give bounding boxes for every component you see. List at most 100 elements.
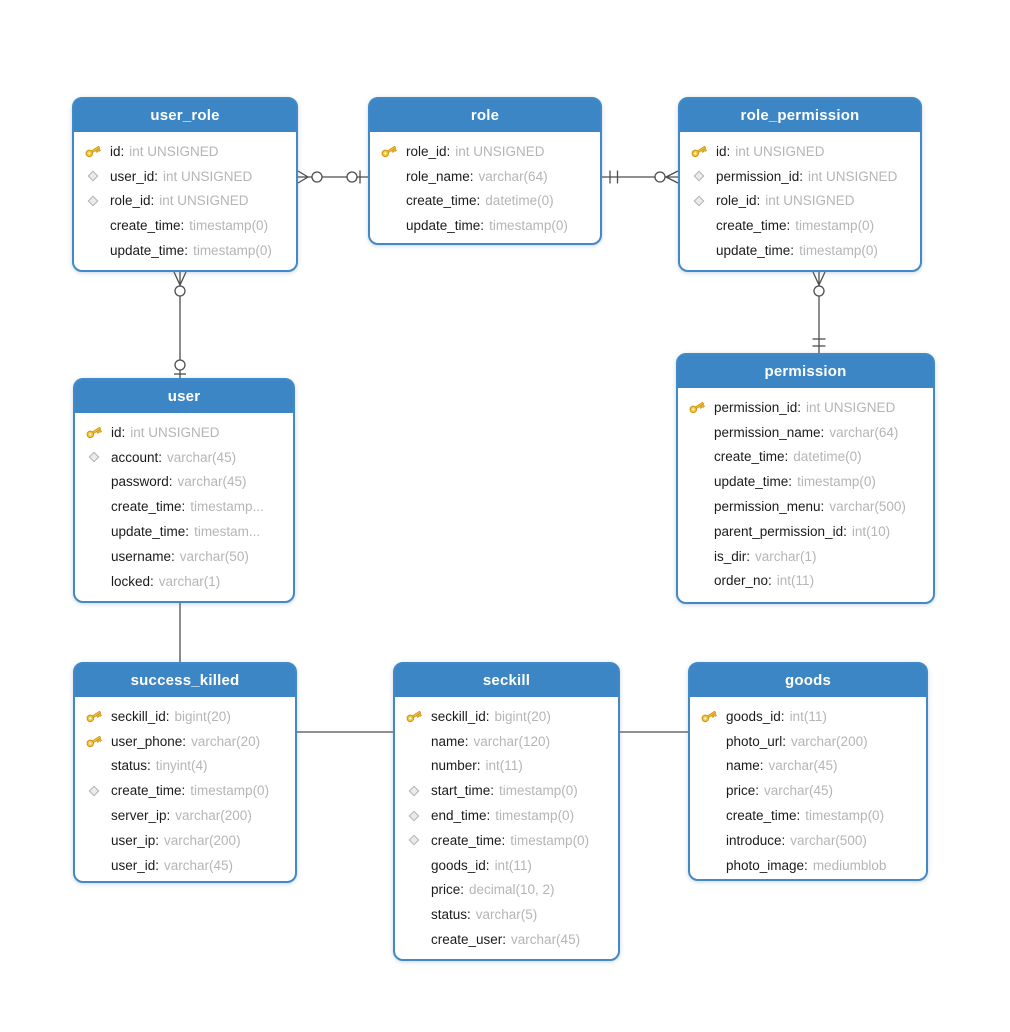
column-name: id: xyxy=(111,424,126,440)
column-row[interactable]: photo_url:varchar(200) xyxy=(690,729,922,754)
column-row[interactable]: user_id:int UNSIGNED xyxy=(74,164,292,189)
column-row[interactable]: id:int UNSIGNED xyxy=(680,139,916,164)
table-header[interactable]: seckill xyxy=(395,664,618,700)
column-row[interactable]: user_phone:varchar(20) xyxy=(75,729,291,754)
column-row[interactable]: name:varchar(45) xyxy=(690,754,922,779)
table-goods[interactable]: goods goods_id:int(11)photo_url:varchar(… xyxy=(688,662,928,881)
column-row[interactable]: price:decimal(10, 2) xyxy=(395,878,614,903)
column-name: photo_image: xyxy=(726,857,808,873)
relationship-role-role_permission[interactable] xyxy=(602,170,679,184)
primary-key-icon xyxy=(404,707,424,725)
column-row[interactable]: status:varchar(5) xyxy=(395,902,614,927)
table-header[interactable]: role_permission xyxy=(680,99,920,135)
column-row[interactable]: role_name:varchar(64) xyxy=(370,164,596,189)
column-type: int UNSIGNED xyxy=(159,193,249,209)
primary-key-icon xyxy=(689,142,709,160)
column-row[interactable]: create_time:datetime(0) xyxy=(678,445,929,470)
column-row[interactable]: create_time:timestamp(0) xyxy=(680,213,916,238)
column-row[interactable]: photo_image:mediumblob xyxy=(690,853,922,878)
column-name: update_time: xyxy=(714,474,793,490)
table-header[interactable]: user xyxy=(75,380,293,416)
column-row[interactable]: password:varchar(45) xyxy=(75,470,289,495)
table-header[interactable]: permission xyxy=(678,355,933,391)
column-name: user_id: xyxy=(110,168,159,184)
column-type: int UNSIGNED xyxy=(808,168,898,184)
column-row[interactable]: update_time:timestam... xyxy=(75,519,289,544)
primary-key-icon xyxy=(379,142,399,160)
column-name: permission_name: xyxy=(714,424,825,440)
column-row[interactable]: order_no:int(11) xyxy=(678,569,929,594)
column-name: order_no: xyxy=(714,573,772,589)
column-row[interactable]: update_time:timestamp(0) xyxy=(74,238,292,263)
column-row[interactable]: is_dir:varchar(1) xyxy=(678,544,929,569)
column-row[interactable]: permission_name:varchar(64) xyxy=(678,420,929,445)
column-row[interactable]: create_user:varchar(45) xyxy=(395,927,614,952)
column-row[interactable]: goods_id:int(11) xyxy=(690,704,922,729)
column-row[interactable]: create_time:timestamp... xyxy=(75,494,289,519)
column-row[interactable]: role_id:int UNSIGNED xyxy=(370,139,596,164)
column-type: int UNSIGNED xyxy=(130,424,220,440)
column-row[interactable]: create_time:datetime(0) xyxy=(370,189,596,214)
column-row[interactable]: permission_menu:varchar(500) xyxy=(678,494,929,519)
column-name: price: xyxy=(726,783,760,799)
column-row[interactable]: username:varchar(50) xyxy=(75,544,289,569)
column-row[interactable]: role_id:int UNSIGNED xyxy=(74,189,292,214)
column-row[interactable]: create_time:timestamp(0) xyxy=(75,778,291,803)
column-row[interactable]: seckill_id:bigint(20) xyxy=(395,704,614,729)
column-row[interactable]: account:varchar(45) xyxy=(75,445,289,470)
column-row[interactable]: update_time:timestamp(0) xyxy=(678,469,929,494)
column-row[interactable]: user_id:varchar(45) xyxy=(75,853,291,878)
column-row[interactable]: end_time:timestamp(0) xyxy=(395,803,614,828)
column-diamond-icon xyxy=(404,810,424,822)
column-name: role_id: xyxy=(716,193,761,209)
column-name: id: xyxy=(716,143,731,159)
table-header[interactable]: success_killed xyxy=(75,664,295,700)
column-name: create_user: xyxy=(431,932,507,948)
column-row[interactable]: seckill_id:bigint(20) xyxy=(75,704,291,729)
column-row[interactable]: user_ip:varchar(200) xyxy=(75,828,291,853)
column-type: varchar(45) xyxy=(768,758,838,774)
column-row[interactable]: permission_id:int UNSIGNED xyxy=(678,395,929,420)
column-row[interactable]: create_time:timestamp(0) xyxy=(395,828,614,853)
column-row[interactable]: create_time:timestamp(0) xyxy=(690,803,922,828)
column-row[interactable]: name:varchar(120) xyxy=(395,729,614,754)
column-name: create_time: xyxy=(110,218,185,234)
relationship-user_role-user[interactable] xyxy=(173,271,187,378)
table-columns: seckill_id:bigint(20)user_phone:varchar(… xyxy=(75,700,295,884)
column-row[interactable]: introduce:varchar(500) xyxy=(690,828,922,853)
column-type: varchar(45) xyxy=(164,857,234,873)
column-name: password: xyxy=(111,474,173,490)
column-row[interactable]: price:varchar(45) xyxy=(690,778,922,803)
table-header[interactable]: user_role xyxy=(74,99,296,135)
column-row[interactable]: update_time:timestamp(0) xyxy=(370,213,596,238)
column-row[interactable]: number:int(11) xyxy=(395,754,614,779)
column-row[interactable]: server_ip:varchar(200) xyxy=(75,803,291,828)
column-row[interactable]: status:tinyint(4) xyxy=(75,754,291,779)
relationship-role_permission-permission[interactable] xyxy=(812,271,826,353)
column-row[interactable]: id:int UNSIGNED xyxy=(74,139,292,164)
table-header[interactable]: goods xyxy=(690,664,926,700)
column-row[interactable]: id: int UNSIGNED xyxy=(75,420,289,445)
column-row[interactable]: start_time:timestamp(0) xyxy=(395,778,614,803)
column-row[interactable]: update_time:timestamp(0) xyxy=(680,238,916,263)
column-row[interactable]: permission_id:int UNSIGNED xyxy=(680,164,916,189)
table-seckill[interactable]: seckill seckill_id:bigint(20)name:varcha… xyxy=(393,662,620,961)
table-header[interactable]: role xyxy=(370,99,600,135)
column-row[interactable]: create_time:timestamp(0) xyxy=(74,213,292,238)
column-row[interactable]: locked:varchar(1) xyxy=(75,569,289,594)
column-row[interactable]: role_id:int UNSIGNED xyxy=(680,189,916,214)
table-success_killed[interactable]: success_killed seckill_id:bigint(20)user… xyxy=(73,662,297,883)
relationship-user_role-role[interactable] xyxy=(297,170,368,184)
column-name: role_id: xyxy=(406,143,451,159)
column-row[interactable]: goods_id:int(11) xyxy=(395,853,614,878)
column-row[interactable]: parent_permission_id:int(10) xyxy=(678,519,929,544)
table-columns: seckill_id:bigint(20)name:varchar(120)nu… xyxy=(395,700,618,958)
